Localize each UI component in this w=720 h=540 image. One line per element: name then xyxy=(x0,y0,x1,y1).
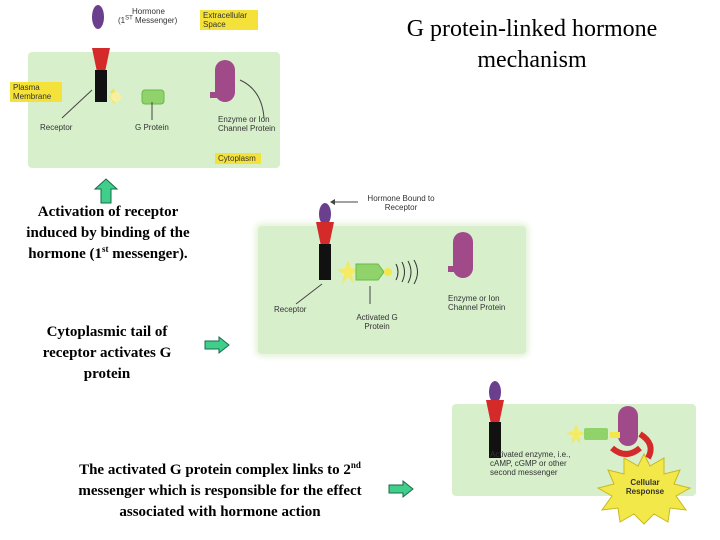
hormone-label: Hormone xyxy=(132,7,165,16)
hormone-sub-pre: (1 xyxy=(118,16,126,25)
panel2-pointer-lines xyxy=(295,283,371,305)
enzyme-complex-icon xyxy=(566,406,654,460)
activated-g-label: Activated G Protein xyxy=(356,313,398,331)
hormone-icon xyxy=(92,5,104,29)
hormone-bound-label: Hormone Bound to Receptor xyxy=(367,194,435,212)
cellular-response-label: Cellular Response xyxy=(625,478,665,496)
receptor-icon xyxy=(92,48,114,102)
g-protein-label: G Protein xyxy=(135,123,169,132)
bound-receptor-icon xyxy=(316,203,334,280)
hormone-sublabel: (1ST Messenger) xyxy=(118,15,178,25)
receptor-label: Receptor xyxy=(40,123,73,132)
up-arrow-icon xyxy=(93,178,119,204)
receptor-label-2: Receptor xyxy=(274,305,307,314)
right-arrow-icon-2 xyxy=(388,479,414,499)
caption-cytoplasmic: Cytoplasmic tail of receptor activates G… xyxy=(42,324,172,382)
panel1-pointer-lines xyxy=(61,79,265,120)
enzyme-label-2: Enzyme or Ion Channel Protein xyxy=(448,294,506,312)
cellular-response-burst-icon xyxy=(596,452,692,525)
caption-activation: Activation of receptor induced by bindin… xyxy=(14,202,202,265)
panel-activated-receptor xyxy=(258,226,526,354)
extracellular-label: Extracellular Space xyxy=(200,10,258,30)
caption-activated-pre: The activated G protein complex links to… xyxy=(79,462,351,478)
right-arrow-icon-1 xyxy=(204,335,230,355)
caption-activated-sup: nd xyxy=(350,460,361,470)
caption-activation-end: messenger). xyxy=(108,246,188,262)
hormone-sub-post: Messenger) xyxy=(132,16,178,25)
page-title: G protein-linked hormone mechanism xyxy=(406,16,658,73)
enzyme-icon-2 xyxy=(448,232,473,278)
bound-receptor-icon-2 xyxy=(486,381,504,458)
hormone-bound-pointer xyxy=(330,199,358,205)
hormone-label-box: Hormone (1ST Messenger) xyxy=(118,7,177,25)
activated-g-protein-icon xyxy=(337,259,418,285)
hormone-sub-sup: ST xyxy=(125,15,133,22)
g-protein-icon xyxy=(110,89,165,105)
activated-enzyme-label: Activated enzyme, i.e., cAMP, cGMP or ot… xyxy=(490,450,571,477)
cytoplasm-label: Cytoplasm xyxy=(215,153,261,164)
caption-activation-sup: st xyxy=(102,244,109,254)
caption-activation-text: Activation of receptor induced by bindin… xyxy=(26,204,190,262)
enzyme-label: Enzyme or Ion Channel Protein xyxy=(218,115,276,133)
caption-activated-post: messenger which is responsible for the e… xyxy=(78,483,362,520)
caption-activated: The activated G protein complex links to… xyxy=(50,460,390,523)
plasma-membrane-label: Plasma Membrane xyxy=(10,82,62,102)
enzyme-icon xyxy=(210,60,235,102)
